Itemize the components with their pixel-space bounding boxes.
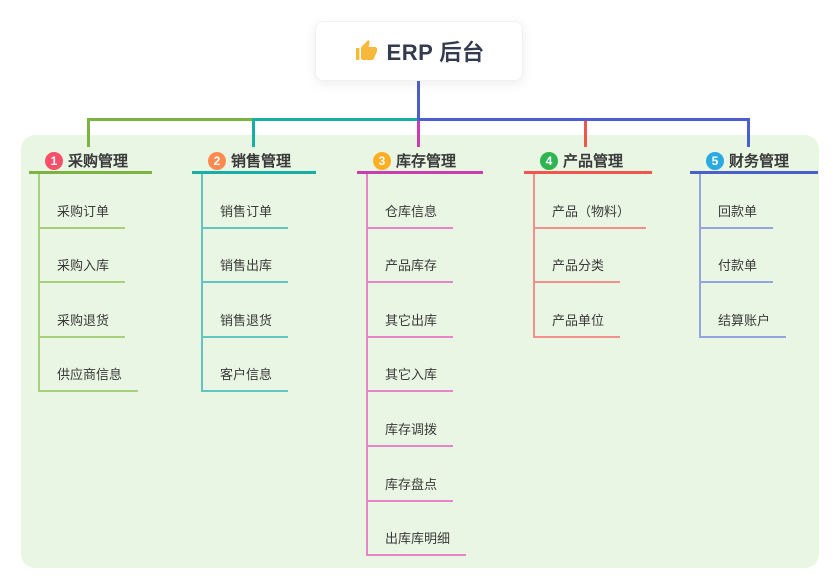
branch-children: 销售订单 销售出库 销售退货 客户信息 [192, 174, 316, 393]
branch-children: 仓库信息 产品库存 其它出库 其它入库 库存调拨 库存盘点 出库库明细 [357, 174, 483, 557]
connector-horizontal-branch5 [417, 118, 750, 121]
branch-inventory: 3 库存管理 仓库信息 产品库存 其它出库 其它入库 库存调拨 库存盘点 出库库… [357, 150, 483, 557]
root-node[interactable]: ERP 后台 [315, 21, 523, 81]
child-node[interactable]: 其它入库 [366, 364, 454, 393]
child-row: 其它入库 [357, 338, 483, 393]
child-row: 仓库信息 [357, 174, 483, 229]
root-node-title: ERP 后台 [386, 40, 485, 65]
child-node[interactable]: 采购订单 [38, 201, 126, 229]
branch-number-badge: 3 [373, 151, 391, 170]
branch-number-badge: 2 [208, 151, 226, 170]
branch-product: 4 产品管理 产品（物料） 产品分类 产品单位 [524, 150, 652, 338]
child-row: 产品库存 [357, 229, 483, 284]
branch-title: 产品管理 [563, 153, 624, 170]
connector-horizontal-branch1 [87, 118, 252, 121]
connector-drop-branch1 [87, 118, 90, 147]
branch-children: 采购订单 采购入库 采购退货 供应商信息 [29, 174, 152, 393]
branch-children: 回款单 付款单 结算账户 [690, 174, 818, 338]
branch-node[interactable]: 5 财务管理 [690, 150, 818, 174]
child-node[interactable]: 产品单位 [533, 310, 621, 338]
child-row: 客户信息 [192, 338, 316, 393]
connector-drop-branch5 [747, 118, 750, 147]
connector-drop-branch2 [252, 118, 255, 147]
child-node[interactable]: 库存盘点 [366, 474, 454, 502]
child-node[interactable]: 出库库明细 [366, 528, 467, 557]
branch-finance: 5 财务管理 回款单 付款单 结算账户 [690, 150, 818, 338]
child-node[interactable]: 销售订单 [201, 201, 289, 229]
child-node[interactable]: 销售出库 [201, 255, 289, 284]
child-row: 产品（物料） [524, 174, 652, 229]
child-node[interactable]: 产品（物料） [533, 201, 647, 229]
child-node[interactable]: 销售退货 [201, 310, 289, 338]
connector-horizontal-branch2 [252, 118, 417, 121]
child-node[interactable]: 其它出库 [366, 310, 454, 338]
child-row: 销售订单 [192, 174, 316, 229]
thumbs-up-icon [354, 39, 378, 63]
branch-number-badge: 5 [706, 151, 724, 170]
child-row: 库存调拨 [357, 392, 483, 447]
child-row: 采购退货 [29, 283, 152, 338]
child-row: 产品分类 [524, 229, 652, 284]
child-node[interactable]: 供应商信息 [38, 364, 139, 393]
branch-title: 财务管理 [729, 153, 790, 170]
child-node[interactable]: 结算账户 [699, 310, 787, 338]
branches-background-panel [21, 135, 819, 568]
branch-procurement: 1 采购管理 采购订单 采购入库 采购退货 供应商信息 [29, 150, 152, 393]
child-node[interactable]: 库存调拨 [366, 419, 454, 447]
child-node[interactable]: 产品库存 [366, 255, 454, 284]
child-row: 采购订单 [29, 174, 152, 229]
child-row: 其它出库 [357, 283, 483, 338]
child-row: 销售退货 [192, 283, 316, 338]
connector-drop-branch3 [417, 121, 420, 147]
child-row: 结算账户 [690, 283, 818, 338]
branch-children: 产品（物料） 产品分类 产品单位 [524, 174, 652, 338]
child-row: 产品单位 [524, 283, 652, 338]
branch-node[interactable]: 4 产品管理 [524, 150, 652, 174]
child-node[interactable]: 客户信息 [201, 364, 289, 393]
branch-node[interactable]: 1 采购管理 [29, 150, 152, 174]
branch-node[interactable]: 3 库存管理 [357, 150, 483, 174]
branch-node[interactable]: 2 销售管理 [192, 150, 316, 174]
connector-root-drop [417, 81, 420, 119]
connector-drop-branch4 [584, 121, 587, 147]
branch-title: 采购管理 [68, 153, 129, 170]
branch-number-badge: 1 [45, 151, 63, 170]
child-node[interactable]: 产品分类 [533, 255, 621, 284]
child-node[interactable]: 付款单 [699, 255, 774, 284]
child-node[interactable]: 仓库信息 [366, 201, 454, 229]
child-row: 采购入库 [29, 229, 152, 284]
child-row: 供应商信息 [29, 338, 152, 393]
branch-sales: 2 销售管理 销售订单 销售出库 销售退货 客户信息 [192, 150, 316, 393]
branch-title: 销售管理 [231, 153, 292, 170]
child-node[interactable]: 采购入库 [38, 255, 126, 284]
child-row: 销售出库 [192, 229, 316, 284]
child-node[interactable]: 采购退货 [38, 310, 126, 338]
branch-number-badge: 4 [540, 151, 558, 170]
child-row: 付款单 [690, 229, 818, 284]
child-row: 回款单 [690, 174, 818, 229]
child-row: 出库库明细 [357, 502, 483, 557]
branch-title: 库存管理 [396, 153, 457, 170]
child-row: 库存盘点 [357, 447, 483, 502]
child-node[interactable]: 回款单 [699, 201, 774, 229]
